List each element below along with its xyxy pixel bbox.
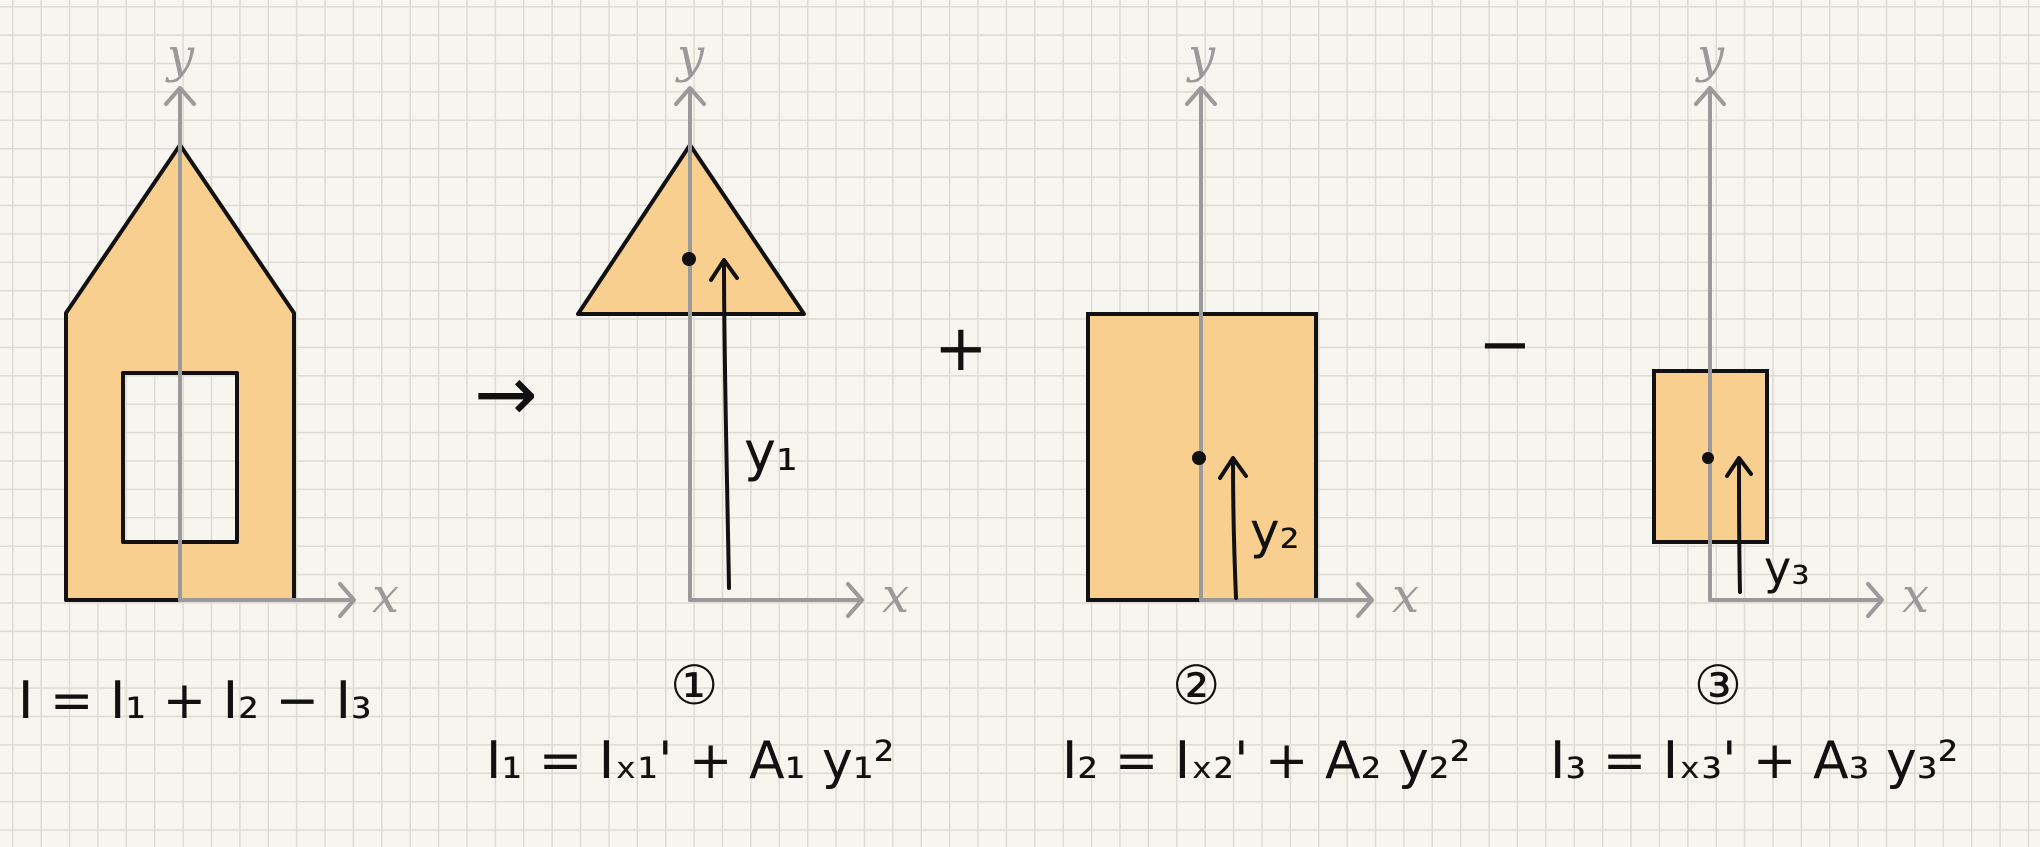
composite-x-arrowhead [338, 582, 356, 618]
y3-label: y₃ [1764, 541, 1810, 595]
decomposition-arrow: → [474, 349, 538, 438]
part1-y-arrowhead [674, 86, 706, 106]
equation-total: I = I₁ + I₂ − I₃ [18, 671, 372, 731]
part1-x-arrowhead [846, 582, 864, 618]
equation-part2: I₂ = Iₓ₂' + A₂ y₂² [1062, 731, 1470, 791]
part3-number: ③ [1694, 654, 1742, 717]
composite-y-label: y [165, 28, 195, 84]
y1-label: y₁ [744, 420, 798, 483]
part1-x-label: x [882, 568, 909, 624]
composite-y-arrowhead [164, 86, 196, 106]
part3-x-arrowhead [1866, 582, 1884, 618]
part2-y-arrowhead [1185, 86, 1217, 106]
part2-x-label: x [1392, 568, 1419, 624]
part2-y-label: y [1186, 28, 1216, 84]
y2-label: y₂ [1250, 502, 1300, 560]
rectangle-centroid-dot [1192, 451, 1206, 465]
part3-y-arrowhead [1694, 86, 1726, 106]
y1-arrowhead [709, 258, 739, 282]
part3-x-label: x [1902, 568, 1929, 624]
minus-operator: − [1478, 308, 1532, 382]
part1-number: ① [670, 654, 718, 717]
part1-group: y x y₁ ① I₁ = Iₓ₁' + A₁ y₁² [486, 28, 909, 791]
y2-distance-arrow [1231, 460, 1238, 600]
y3-distance-arrow [1737, 460, 1742, 594]
y3-arrowhead [1725, 456, 1753, 478]
equation-part1: I₁ = Iₓ₁' + A₁ y₁² [486, 731, 894, 791]
composite-x-label: x [372, 568, 399, 624]
composite-shape-group: y x [64, 28, 399, 624]
part3-y-label: y [1695, 28, 1725, 84]
part2-number: ② [1172, 654, 1220, 717]
part1-y-label: y [675, 28, 705, 84]
hole-centroid-dot [1702, 452, 1714, 464]
equation-part3: I₃ = Iₓ₃' + A₃ y₃² [1550, 731, 1958, 791]
part2-group: y x y₂ ② I₂ = Iₓ₂' + A₂ y₂² [1062, 28, 1470, 791]
triangle-centroid-dot [682, 252, 696, 266]
y2-arrowhead [1218, 456, 1248, 480]
part2-x-arrowhead [1356, 582, 1374, 618]
plus-operator: + [934, 312, 988, 386]
part3-group: y x y₃ ③ I₃ = Iₓ₃' + A₃ y₃² [1550, 28, 1958, 791]
y1-distance-arrow [722, 262, 731, 590]
